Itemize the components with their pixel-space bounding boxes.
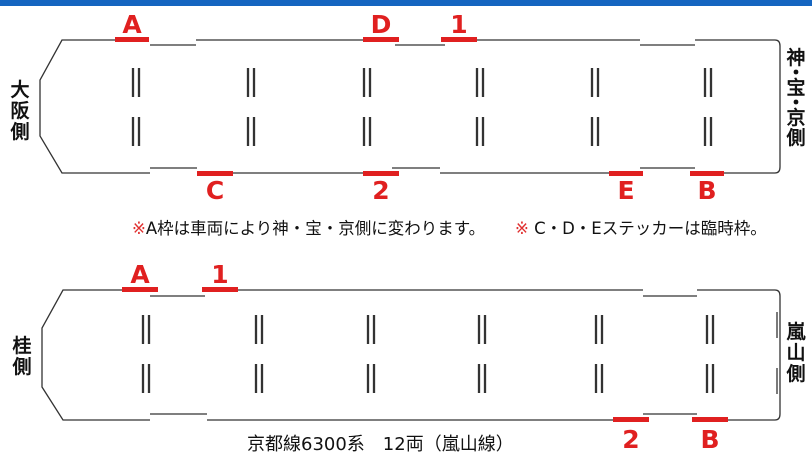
frame-e-label: E [617, 176, 634, 205]
car2-frames [122, 287, 728, 422]
car1-right-side-label: 神 ・ 宝 ・ 京 側 [784, 48, 808, 148]
label-char: 大 [10, 79, 30, 101]
note-mark: ※ [515, 219, 529, 238]
car2-left-side-label: 桂 側 [10, 336, 34, 378]
frame-b-marker [690, 171, 724, 176]
label-char: 側 [10, 121, 30, 143]
frame-2-label: 2 [372, 176, 389, 205]
label-char: 側 [786, 363, 806, 385]
note-temporary-frames: ※ C・D・Eステッカーは臨時枠。 [515, 215, 767, 239]
label-char: 嵐 [786, 321, 806, 343]
frame-c-label: C [206, 176, 224, 205]
car1-frames [115, 37, 724, 176]
frame-b-label: B [700, 425, 719, 454]
note-frame-a: ※A枠は車両により神・宝・京側に変わります。 [132, 215, 485, 239]
car2-body [41, 289, 781, 421]
note-text: A枠は車両により神・宝・京側に変わります。 [145, 219, 486, 238]
frame-b-label: B [697, 176, 716, 205]
label-char: 宝 [786, 77, 806, 99]
frame-1-label: 1 [450, 10, 467, 39]
label-char: 桂 [12, 335, 32, 357]
frame-2-label: 2 [622, 425, 639, 454]
frame-a-label: A [130, 260, 150, 289]
label-char: 側 [786, 127, 806, 149]
frame-1-marker [441, 37, 477, 42]
note-text: C・D・Eステッカーは臨時枠。 [528, 219, 767, 238]
frame-a-marker [115, 37, 149, 42]
label-char: 山 [786, 342, 806, 364]
car1-body [39, 39, 781, 174]
car1-left-side-label: 大 阪 側 [8, 80, 32, 143]
frame-d-marker [363, 37, 399, 42]
label-char: 京 [786, 107, 806, 129]
frame-b-marker [692, 417, 728, 422]
frame-1-marker [202, 287, 238, 292]
car2-frame-letters: A 1 2 B [130, 260, 719, 454]
label-char: 阪 [10, 100, 30, 122]
car2-right-side-label: 嵐 山 側 [784, 322, 808, 385]
note-mark: ※ [132, 219, 146, 238]
frame-1-label: 1 [211, 260, 228, 289]
frame-e-marker [609, 171, 643, 176]
label-char: ・ [786, 92, 806, 114]
label-char: 側 [12, 356, 32, 378]
header-bar [0, 0, 812, 6]
car2-seats [141, 315, 715, 393]
frame-d-label: D [371, 10, 392, 39]
car1-frame-letters: A D 1 C 2 E B [122, 10, 716, 205]
frame-2-marker [363, 171, 399, 176]
label-char: 神 [786, 47, 806, 69]
car1-seats [131, 68, 713, 146]
frame-a-marker [122, 287, 158, 292]
frame-c-marker [197, 171, 233, 176]
frame-2-marker [613, 417, 649, 422]
label-char: ・ [786, 62, 806, 84]
frame-a-label: A [122, 10, 142, 39]
diagram-caption: 京都線6300系 12両（嵐山線） [247, 434, 514, 455]
